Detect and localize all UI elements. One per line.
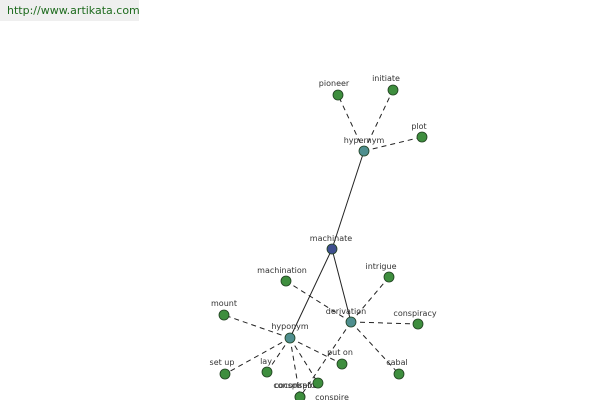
node-machination[interactable]: machination <box>257 266 307 287</box>
node-derivation[interactable]: derivation <box>326 307 366 328</box>
edge-hyponym-mount <box>223 314 291 339</box>
node-circle-lay[interactable] <box>261 366 273 378</box>
node-conspiracy[interactable]: conspiracy <box>393 309 437 330</box>
edge-derivation-intrigue <box>350 276 390 323</box>
node-circle-cabal[interactable] <box>393 368 405 380</box>
node-circle-hypernym[interactable] <box>358 145 370 157</box>
node-label-hyponym: hyponym <box>271 322 309 331</box>
edge-derivation-cabal <box>350 321 400 375</box>
node-label-mount: mount <box>211 299 237 308</box>
edge-hypernym-plot <box>363 136 423 152</box>
node-label-initiate: initiate <box>372 74 400 83</box>
node-label-cabal: cabal <box>386 358 408 367</box>
node-circle-hyponym[interactable] <box>284 332 296 344</box>
node-circle-put-on[interactable] <box>336 358 348 370</box>
node-label-hypernym: hypernym <box>344 136 385 145</box>
edge-derivation-conspiracy <box>350 321 419 325</box>
edge-machinate-hypernym <box>331 150 365 250</box>
node-cospire[interactable]: conspire <box>312 377 349 400</box>
node-pioneer[interactable]: pioneer <box>319 79 350 101</box>
edge-hyponym-lay <box>266 337 291 373</box>
edge-derivation-conspirator <box>299 321 352 398</box>
node-circle-set-up[interactable] <box>219 368 231 380</box>
node-label-conspiracy: conspiracy <box>393 309 436 318</box>
node-circle-coconspire[interactable] <box>294 391 306 400</box>
node-circle-pioneer[interactable] <box>332 89 344 101</box>
node-label-derivation: derivation <box>326 307 366 316</box>
node-circle-cospire[interactable] <box>312 377 324 389</box>
source-url[interactable]: http://www.artikata.com <box>0 0 140 21</box>
node-cabal[interactable]: cabal <box>386 358 408 380</box>
node-circle-conspiracy[interactable] <box>412 318 424 330</box>
node-mount[interactable]: mount <box>211 299 237 321</box>
edge-machinate-hyponym <box>289 248 333 339</box>
node-label-plot: plot <box>411 122 426 131</box>
node-label-cospire: conspire <box>315 393 349 400</box>
node-circle-mount[interactable] <box>218 309 230 321</box>
nodes-layer: machinate hypernym derivation hyponym pionee… <box>210 74 437 400</box>
node-put-on[interactable]: put on <box>327 348 353 370</box>
node-machinate[interactable]: machinate <box>310 234 352 255</box>
node-circle-derivation[interactable] <box>345 316 357 328</box>
edge-hyponym-put-on <box>289 337 343 365</box>
node-circle-machinate[interactable] <box>326 243 338 255</box>
node-label-set-up: set up <box>210 358 235 367</box>
node-hyponym[interactable]: hyponym <box>271 322 309 344</box>
node-label-pioneer: pioneer <box>319 79 350 88</box>
node-circle-initiate[interactable] <box>387 84 399 96</box>
node-label-put-on: put on <box>327 348 353 357</box>
edge-hypernym-initiate <box>363 89 394 152</box>
node-lay[interactable]: lay <box>260 357 273 378</box>
node-label-coconspire: coconspire <box>274 381 317 390</box>
node-label-conspirator: conspirator <box>273 381 319 390</box>
edge-hypernym-pioneer <box>337 94 365 152</box>
edge-hyponym-set-up <box>224 337 291 375</box>
node-label-intrigue: intrigue <box>365 262 396 271</box>
node-set-up[interactable]: set up <box>210 358 235 380</box>
edge-hyponym-coconspire <box>289 337 301 398</box>
edge-machinate-derivation <box>331 248 352 323</box>
node-plot[interactable]: plot <box>411 122 428 143</box>
node-label-lay: lay <box>260 357 272 366</box>
node-intrigue[interactable]: intrigue <box>365 262 397 283</box>
node-circle-intrigue[interactable] <box>383 271 395 283</box>
node-initiate[interactable]: initiate <box>372 74 400 96</box>
node-label-machination: machination <box>257 266 307 275</box>
node-hypernym[interactable]: hypernym <box>344 136 385 157</box>
node-circle-plot[interactable] <box>416 131 428 143</box>
node-coconspire[interactable]: coconspire <box>274 381 318 400</box>
edges-layer <box>223 89 423 398</box>
edge-derivation-machination <box>285 280 352 323</box>
node-label-machinate: machinate <box>310 234 352 243</box>
node-circle-machination[interactable] <box>280 275 292 287</box>
